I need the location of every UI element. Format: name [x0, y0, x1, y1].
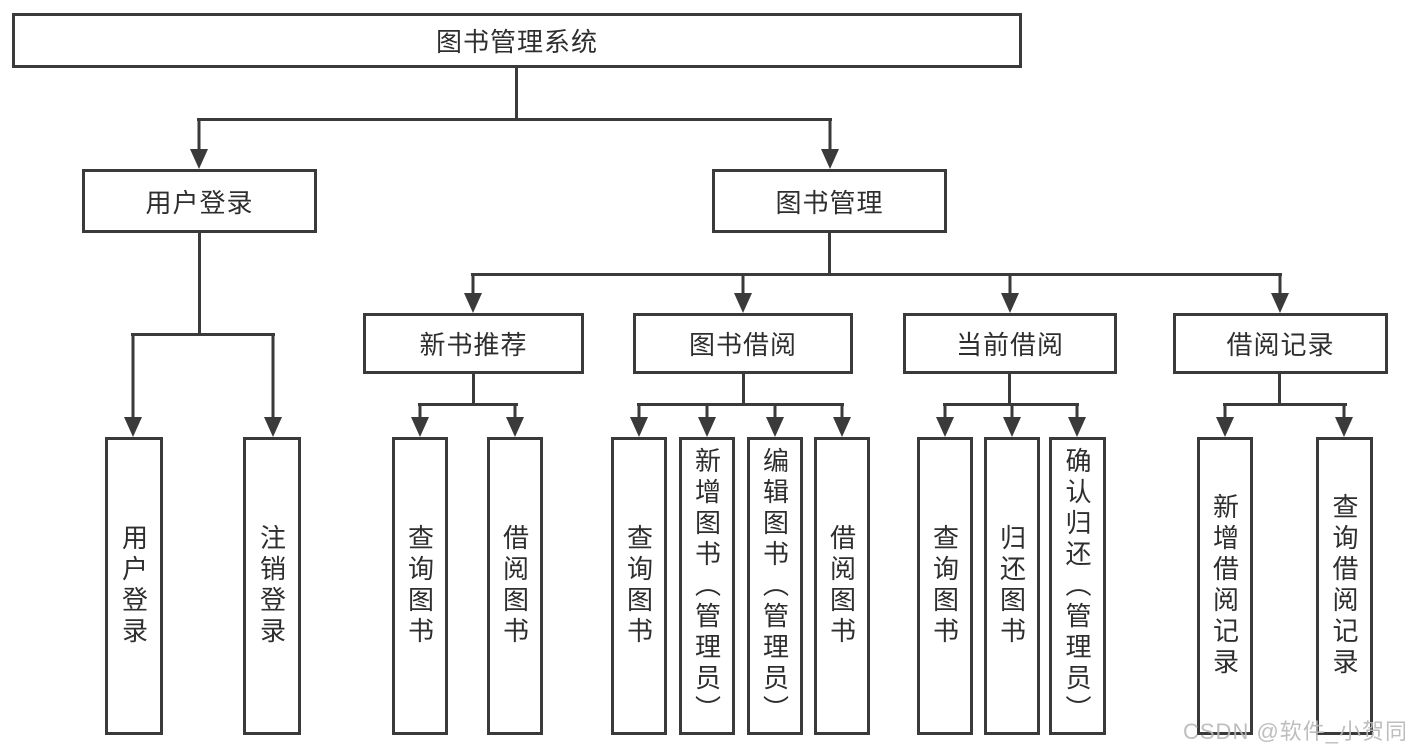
arrow-down-icon — [766, 403, 784, 437]
arrow-down-icon — [264, 333, 282, 437]
arrow-down-icon — [1335, 403, 1353, 437]
connector-current-borrow-vline — [1008, 374, 1011, 403]
connector-borrow-records-hline — [1223, 403, 1347, 406]
arrow-down-icon — [1216, 403, 1234, 437]
arrow-down-icon — [190, 118, 208, 169]
leaf-edit-books-admin: 编辑图书（管理员） — [747, 437, 803, 735]
connector-book-mgmt-vline — [828, 233, 831, 273]
node-new-book-recommend: 新书推荐 — [363, 313, 584, 374]
leaf-query-books-borrow: 查询图书 — [611, 437, 667, 735]
arrow-down-icon — [124, 333, 142, 437]
arrow-down-icon — [1271, 273, 1289, 313]
leaf-user-login: 用户登录 — [105, 437, 163, 735]
arrow-down-icon — [821, 118, 839, 169]
arrow-down-icon — [936, 403, 954, 437]
arrow-down-icon — [464, 273, 482, 313]
leaf-add-borrow-record: 新增借阅记录 — [1197, 437, 1253, 735]
node-library-system: 图书管理系统 — [12, 13, 1022, 68]
arrow-down-icon — [734, 273, 752, 313]
arrow-down-icon — [833, 403, 851, 437]
node-current-borrow: 当前借阅 — [903, 313, 1117, 374]
leaf-query-borrow-record: 查询借阅记录 — [1316, 437, 1373, 735]
arrow-down-icon — [1068, 403, 1086, 437]
node-borrow-records: 借阅记录 — [1173, 313, 1388, 374]
connector-new-book-hline — [418, 403, 518, 406]
connector-book-mgmt-hline — [471, 273, 1282, 276]
connector-user-login-vline — [198, 233, 201, 333]
leaf-borrow-books: 借阅图书 — [814, 437, 870, 735]
node-user-login: 用户登录 — [82, 169, 317, 233]
connector-user-login-hline — [131, 333, 275, 336]
leaf-logout: 注销登录 — [243, 437, 301, 735]
connector-book-borrow-hline — [637, 403, 844, 406]
leaf-borrow-books-recommend: 借阅图书 — [487, 437, 543, 735]
leaf-return-books: 归还图书 — [984, 437, 1040, 735]
connector-new-book-vline — [472, 374, 475, 403]
arrow-down-icon — [698, 403, 716, 437]
leaf-confirm-return-admin: 确认归还（管理员） — [1049, 437, 1106, 735]
watermark-text: CSDN @软件_小贺同学 — [1183, 719, 1405, 744]
arrow-down-icon — [630, 403, 648, 437]
connector-root-vline — [515, 68, 518, 118]
arrow-down-icon — [1001, 273, 1019, 313]
connector-book-borrow-vline — [742, 374, 745, 403]
leaf-query-books-current: 查询图书 — [917, 437, 973, 735]
node-book-borrow: 图书借阅 — [633, 313, 853, 374]
arrow-down-icon — [506, 403, 524, 437]
node-book-management: 图书管理 — [712, 169, 947, 233]
connector-root-hline — [197, 118, 832, 121]
arrow-down-icon — [1003, 403, 1021, 437]
leaf-add-books-admin: 新增图书（管理员） — [679, 437, 735, 735]
connector-borrow-records-vline — [1278, 374, 1281, 403]
arrow-down-icon — [411, 403, 429, 437]
leaf-query-books-recommend: 查询图书 — [392, 437, 448, 735]
